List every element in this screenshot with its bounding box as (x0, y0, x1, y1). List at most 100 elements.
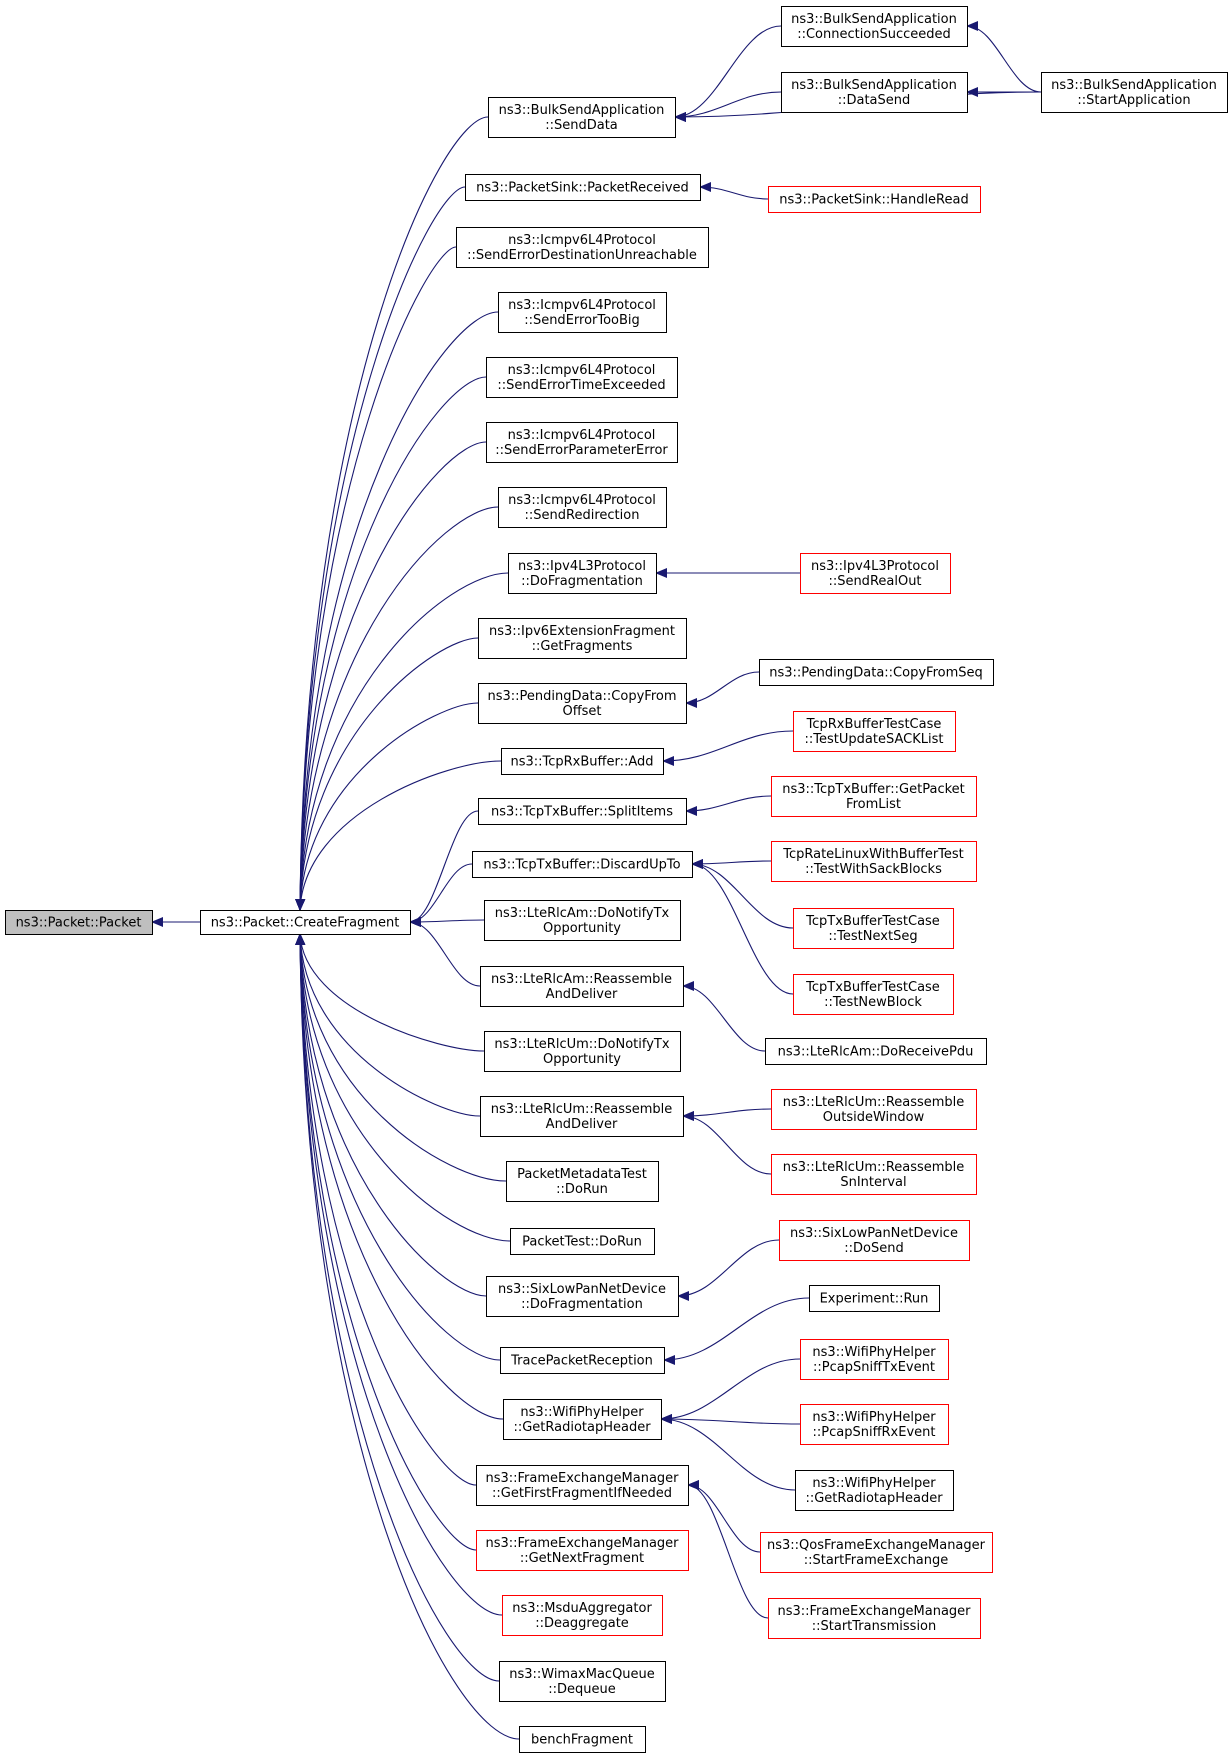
node-wifiphy_sniffx[interactable]: ns3::WifiPhyHelper::PcapSniffTxEvent (800, 1339, 949, 1380)
node-box[interactable] (486, 1276, 679, 1317)
node-ipv6_getfrags[interactable]: ns3::Ipv6ExtensionFragment::GetFragments (478, 618, 687, 659)
node-wifiphy_getradiotap2[interactable]: ns3::WifiPhyHelper::GetRadiotapHeader (795, 1470, 954, 1511)
node-box[interactable] (510, 1228, 655, 1255)
node-tracepacket[interactable]: TracePacketReception (500, 1347, 665, 1374)
node-wifiphy_sniffrx[interactable]: ns3::WifiPhyHelper::PcapSniffRxEvent (800, 1404, 949, 1445)
node-box[interactable] (484, 900, 681, 941)
node-box[interactable] (759, 659, 994, 686)
node-box[interactable] (793, 908, 954, 949)
node-createfragment[interactable]: ns3::Packet::CreateFragment (200, 910, 411, 935)
node-icmp_paramerror[interactable]: ns3::Icmpv6L4Protocol::SendErrorParamete… (486, 422, 678, 463)
node-icmp_timeexceeded[interactable]: ns3::Icmpv6L4Protocol::SendErrorTimeExce… (486, 357, 678, 398)
node-box[interactable] (480, 966, 684, 1007)
node-box[interactable] (498, 292, 667, 333)
node-box[interactable] (760, 1532, 993, 1573)
node-lterlcam_receivepdu[interactable]: ns3::LteRlcAm::DoReceivePdu (765, 1038, 987, 1065)
node-box[interactable] (500, 1347, 665, 1374)
node-box[interactable] (800, 1404, 949, 1445)
node-wimax_dequeue[interactable]: ns3::WimaxMacQueue::Dequeue (499, 1661, 666, 1702)
node-tcprate_sack[interactable]: TcpRateLinuxWithBufferTest::TestWithSack… (771, 841, 977, 882)
node-tcptxtest_newblock[interactable]: TcpTxBufferTestCase::TestNewBlock (793, 974, 954, 1015)
node-tcprx_add[interactable]: ns3::TcpRxBuffer::Add (501, 748, 664, 775)
node-icmp_toobig[interactable]: ns3::Icmpv6L4Protocol::SendErrorTooBig (498, 292, 667, 333)
node-tcptx_splititems[interactable]: ns3::TcpTxBuffer::SplitItems (478, 798, 687, 825)
node-bulk_connsucc[interactable]: ns3::BulkSendApplication::ConnectionSucc… (781, 6, 968, 47)
node-fem_starttx[interactable]: ns3::FrameExchangeManager::StartTransmis… (768, 1598, 981, 1639)
node-pending_copyfromseq[interactable]: ns3::PendingData::CopyFromSeq (759, 659, 994, 686)
node-box[interactable] (456, 227, 709, 268)
node-box[interactable] (486, 422, 678, 463)
node-fem_getnext[interactable]: ns3::FrameExchangeManager::GetNextFragme… (476, 1530, 689, 1571)
node-ipv4_sendrealout[interactable]: ns3::Ipv4L3Protocol::SendRealOut (800, 553, 951, 594)
node-wifiphy_getradiotap[interactable]: ns3::WifiPhyHelper::GetRadiotapHeader (503, 1399, 662, 1440)
node-benchfragment[interactable]: benchFragment (519, 1726, 646, 1753)
node-sixlow_dofrag[interactable]: ns3::SixLowPanNetDevice::DoFragmentation (486, 1276, 679, 1317)
node-fem_getfirst[interactable]: ns3::FrameExchangeManager::GetFirstFragm… (476, 1465, 689, 1506)
node-box[interactable] (503, 1399, 662, 1440)
node-box[interactable] (771, 841, 977, 882)
node-box[interactable] (478, 683, 687, 724)
node-box[interactable] (519, 1726, 646, 1753)
node-box[interactable] (800, 553, 951, 594)
node-box[interactable] (488, 97, 676, 138)
node-ipv4_dofrag[interactable]: ns3::Ipv4L3Protocol::DoFragmentation (508, 553, 657, 594)
node-box[interactable] (768, 186, 981, 213)
node-tcptxtest_nextseg[interactable]: TcpTxBufferTestCase::TestNextSeg (793, 908, 954, 949)
node-box[interactable] (502, 1595, 663, 1636)
node-box[interactable] (498, 487, 667, 528)
node-box[interactable] (793, 974, 954, 1015)
node-box[interactable] (1041, 72, 1228, 113)
node-box[interactable] (476, 1530, 689, 1571)
node-box[interactable] (793, 711, 956, 752)
node-box[interactable] (809, 1285, 940, 1312)
node-packettest[interactable]: PacketTest::DoRun (510, 1228, 655, 1255)
node-box[interactable] (486, 357, 678, 398)
node-experiment_run[interactable]: Experiment::Run (809, 1285, 940, 1312)
node-box[interactable] (5, 910, 153, 935)
node-bulk_senddata[interactable]: ns3::BulkSendApplication::SendData (488, 97, 676, 138)
node-metadatatest[interactable]: PacketMetadataTest::DoRun (506, 1161, 659, 1202)
node-box[interactable] (768, 1598, 981, 1639)
node-box[interactable] (765, 1038, 987, 1065)
node-bulk_datasend[interactable]: ns3::BulkSendApplication::DataSend (781, 72, 968, 113)
node-icmp_destunreach[interactable]: ns3::Icmpv6L4Protocol::SendErrorDestinat… (456, 227, 709, 268)
node-box[interactable] (484, 1031, 681, 1072)
node-box[interactable] (506, 1161, 659, 1202)
node-box[interactable] (478, 798, 687, 825)
node-box[interactable] (499, 1661, 666, 1702)
node-box[interactable] (800, 1339, 949, 1380)
node-box[interactable] (508, 553, 657, 594)
node-box[interactable] (771, 1089, 977, 1130)
node-icmp_redirection[interactable]: ns3::Icmpv6L4Protocol::SendRedirection (498, 487, 667, 528)
node-qosfem_start[interactable]: ns3::QosFrameExchangeManager::StartFrame… (760, 1532, 993, 1573)
node-box[interactable] (200, 910, 411, 935)
node-box[interactable] (781, 6, 968, 47)
node-box[interactable] (472, 851, 693, 878)
node-tcprxtest_sack[interactable]: TcpRxBufferTestCase::TestUpdateSACKList (793, 711, 956, 752)
node-box[interactable] (478, 618, 687, 659)
node-box[interactable] (465, 174, 701, 201)
node-msdu_deaggregate[interactable]: ns3::MsduAggregator::Deaggregate (502, 1595, 663, 1636)
node-packet[interactable]: ns3::Packet::Packet (5, 910, 153, 935)
node-sink_handleread[interactable]: ns3::PacketSink::HandleRead (768, 186, 981, 213)
node-sink_received[interactable]: ns3::PacketSink::PacketReceived (465, 174, 701, 201)
node-box[interactable] (781, 72, 968, 113)
node-box[interactable] (771, 1154, 977, 1195)
node-box[interactable] (795, 1470, 954, 1511)
node-box[interactable] (779, 1220, 970, 1261)
node-box[interactable] (501, 748, 664, 775)
node-bulk_startapp[interactable]: ns3::BulkSendApplication::StartApplicati… (1041, 72, 1228, 113)
node-box[interactable] (480, 1096, 684, 1137)
node-box[interactable] (771, 776, 977, 817)
node-box[interactable] (476, 1465, 689, 1506)
node-sixlow_dosend[interactable]: ns3::SixLowPanNetDevice::DoSend (779, 1220, 970, 1261)
node-tcptx_discardupto[interactable]: ns3::TcpTxBuffer::DiscardUpTo (472, 851, 693, 878)
